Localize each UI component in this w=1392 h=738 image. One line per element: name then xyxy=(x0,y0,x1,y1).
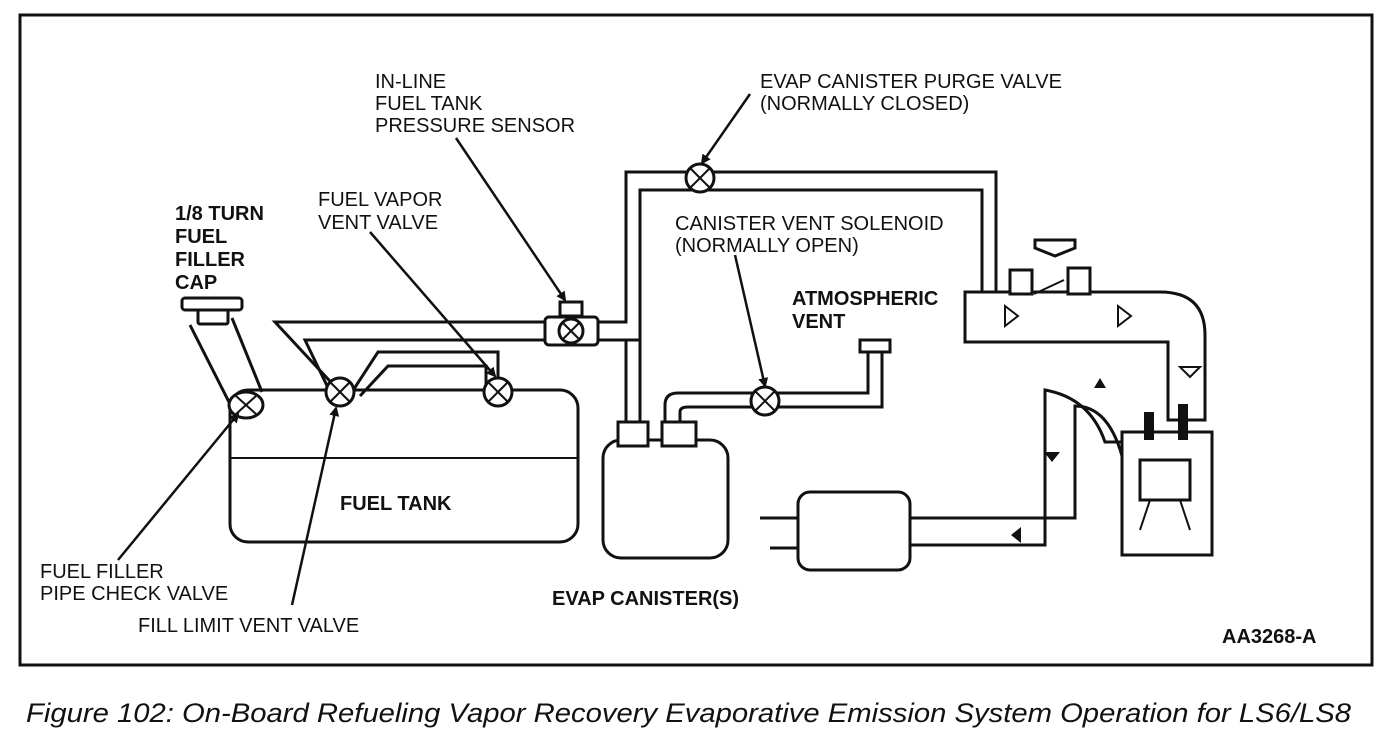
exhaust-system xyxy=(760,378,1124,572)
filler-cap-label: 1/8 TURN FUEL FILLER CAP xyxy=(175,203,269,294)
fuel-vapor-vent-valve xyxy=(482,376,514,408)
leader-vent-solenoid xyxy=(733,254,769,388)
filler-pipe-check-valve xyxy=(227,390,265,420)
fill-limit-valve-label: FILL LIMIT VENT VALVE xyxy=(138,615,359,637)
leader-pressure-sensor xyxy=(454,137,567,302)
canister-vent-solenoid xyxy=(749,385,781,417)
atmospheric-vent-tube xyxy=(858,338,892,354)
check-valve-label: FUEL FILLER PIPE CHECK VALVE xyxy=(40,561,228,605)
evap-canisters-label: EVAP CANISTER(S) xyxy=(552,588,739,610)
fuel-filler-cap xyxy=(180,296,244,326)
vapor-lines xyxy=(271,170,998,425)
evap-purge-valve xyxy=(684,162,716,194)
leader-check-valve xyxy=(117,412,240,561)
pressure-sensor xyxy=(543,300,600,347)
fill-limit-vent-valve xyxy=(324,376,356,408)
leader-fill-limit-valve xyxy=(290,406,340,606)
filler-neck xyxy=(188,317,264,409)
figure-caption: Figure 102: On-Board Refueling Vapor Rec… xyxy=(26,698,1351,728)
intake-manifold xyxy=(963,238,1207,422)
evap-canister xyxy=(601,420,730,560)
leader-purge-valve xyxy=(700,93,752,165)
vapor-vent-valve-label: FUEL VAPOR VENT VALVE xyxy=(318,189,448,234)
fuel-tank xyxy=(228,388,580,544)
diagram-frame xyxy=(18,13,1374,667)
atmospheric-vent-label: ATMOSPHERIC VENT xyxy=(792,288,944,333)
leader-vapor-vent-valve xyxy=(369,231,497,378)
pressure-sensor-label: IN-LINE FUEL TANK PRESSURE SENSOR xyxy=(375,71,575,137)
purge-valve-label: EVAP CANISTER PURGE VALVE (NORMALLY CLOS… xyxy=(760,71,1068,115)
engine-cylinder xyxy=(1120,404,1214,557)
vent-solenoid-label: CANISTER VENT SOLENOID (NORMALLY OPEN) xyxy=(675,213,949,257)
fuel-tank-label: FUEL TANK xyxy=(340,493,452,515)
figure-id-label: AA3268-A xyxy=(1222,626,1316,648)
